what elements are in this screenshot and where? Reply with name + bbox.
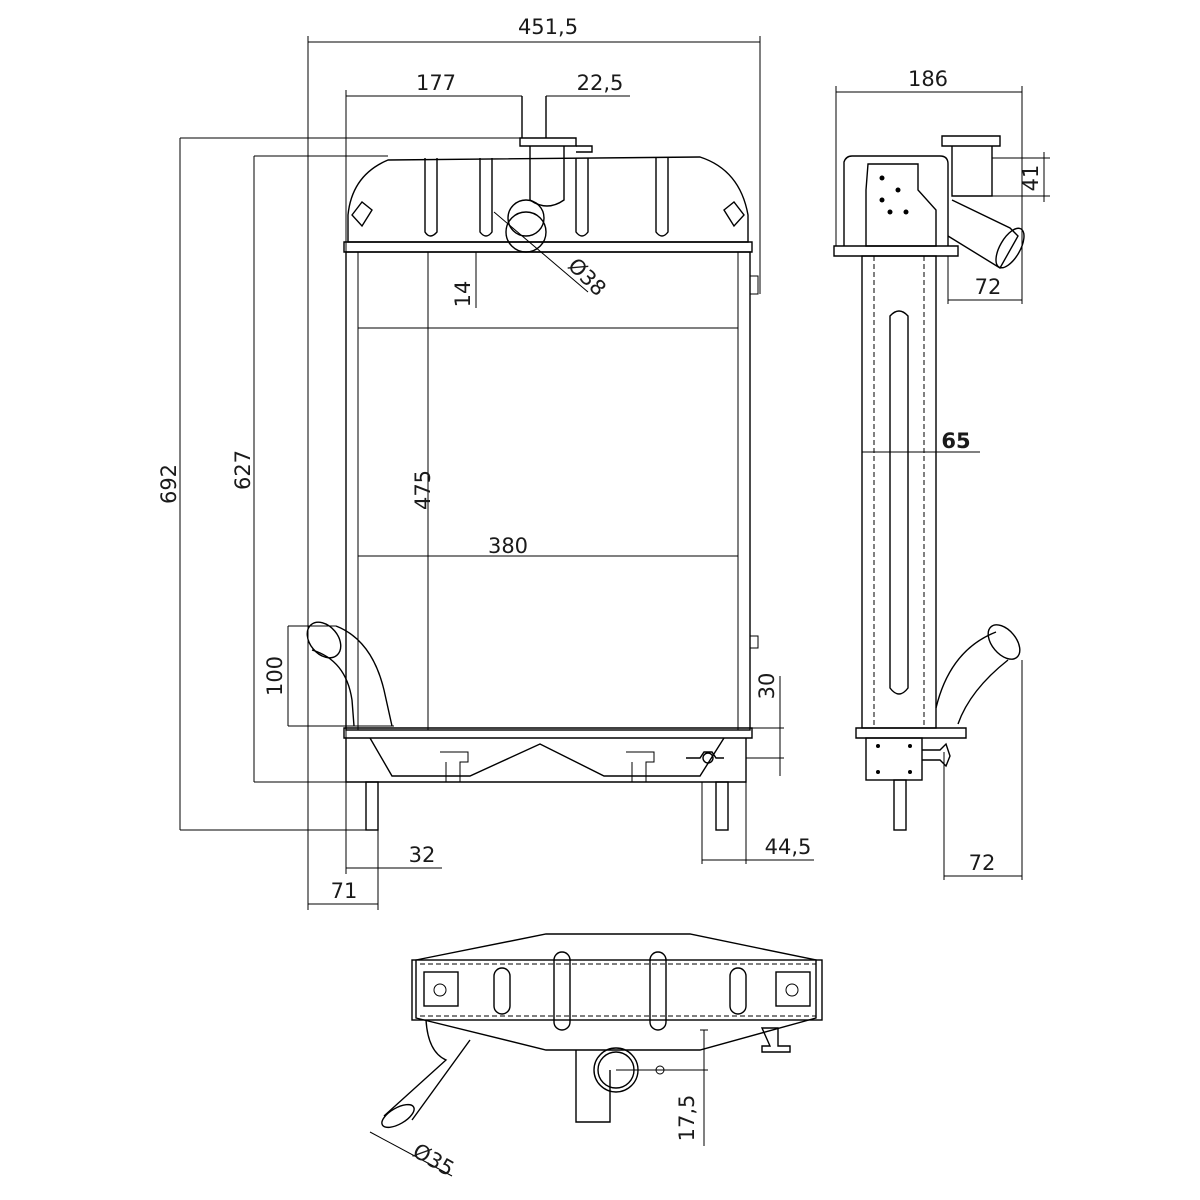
dim-bottom-17-5: 17,5 — [675, 1095, 699, 1142]
dim-side-upper-41: 41 — [1019, 165, 1043, 192]
dim-side-core-depth: 65 — [941, 429, 970, 453]
side-dimensions: 186 41 72 65 72 — [835, 67, 1050, 880]
dim-side-lower-72: 72 — [969, 851, 996, 875]
dim-overall-width: 451,5 — [518, 15, 578, 39]
dim-cap-width: 22,5 — [577, 71, 624, 95]
dim-offset-71: 71 — [331, 879, 358, 903]
front-view — [306, 96, 759, 831]
side-core — [861, 255, 937, 729]
dim-tank-height: 627 — [231, 450, 255, 490]
dim-inlet-offset: 14 — [451, 281, 475, 308]
dim-inlet-diameter: Ø38 — [563, 253, 611, 301]
dim-offset-44-5: 44,5 — [765, 835, 812, 859]
dim-offset-32: 32 — [409, 843, 436, 867]
dim-outlet-diameter: Ø35 — [409, 1139, 458, 1181]
dim-drain-height: 30 — [755, 673, 779, 700]
upper-tank-slots — [424, 158, 669, 237]
core-outline — [345, 251, 751, 731]
dim-cap-offset: 177 — [416, 71, 456, 95]
dim-overall-height: 692 — [157, 464, 181, 504]
foot-left — [365, 781, 379, 831]
foot-right — [715, 781, 729, 831]
front-dimensions: 451,5 177 22,5 692 627 475 380 Ø38 14 10… — [157, 15, 814, 910]
inlet-circle — [505, 211, 547, 253]
dim-core-height: 475 — [411, 470, 435, 510]
side-view — [833, 135, 1025, 831]
dim-side-depth: 186 — [908, 67, 948, 91]
dim-outlet-height: 100 — [263, 656, 287, 696]
dim-side-upper-72: 72 — [975, 275, 1002, 299]
bottom-dimensions: 17,5 Ø35 — [369, 1029, 708, 1181]
filler-cap — [519, 96, 593, 207]
dim-core-width: 380 — [488, 534, 528, 558]
outlet-pipe — [306, 621, 393, 727]
bottom-view — [381, 933, 823, 1129]
